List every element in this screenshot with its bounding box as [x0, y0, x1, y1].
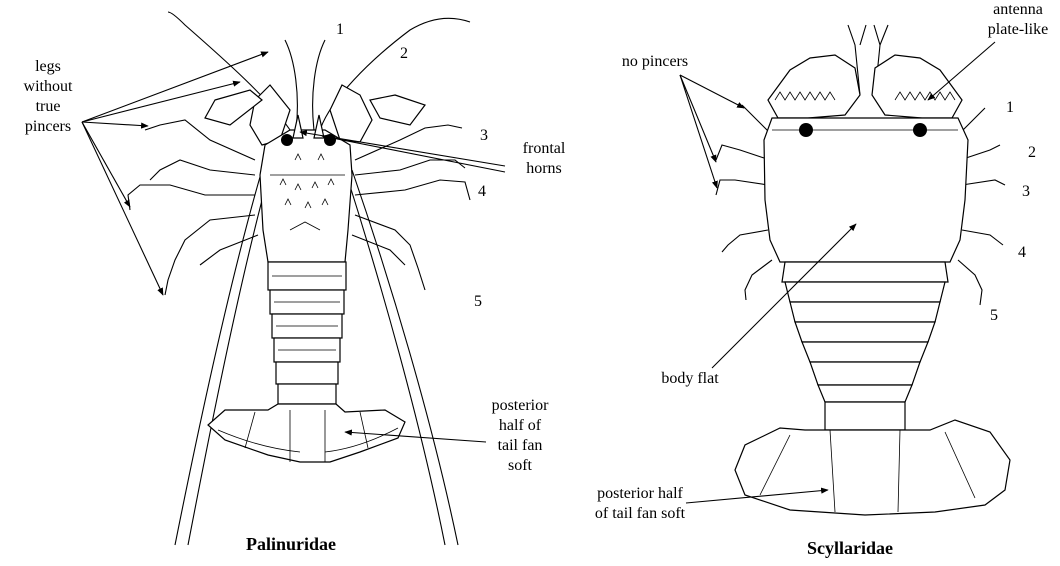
scyllaridae-caption: Scyllaridae — [807, 538, 893, 558]
svg-text:frontal: frontal — [523, 140, 566, 157]
no-pincers-label: no pincers — [622, 53, 744, 188]
palinurid-leg-number-4: 4 — [478, 183, 486, 200]
scyllarid-leg-number-3: 3 — [1022, 183, 1030, 200]
svg-text:soft: soft — [508, 457, 533, 474]
scyllarid-antenna-plates — [768, 55, 962, 118]
svg-text:body flat: body flat — [661, 370, 719, 387]
svg-text:antenna: antenna — [993, 1, 1043, 18]
palinurid-legs-right — [352, 125, 470, 290]
palinurid-abdomen — [268, 262, 346, 404]
svg-text:of tail fan soft: of tail fan soft — [595, 505, 686, 522]
palinurid-tail-fan — [208, 404, 405, 462]
scyllarid-legs-left — [716, 105, 772, 300]
scyllarid-leg-number-4: 4 — [1018, 244, 1026, 261]
palinurid-leg-number-3: 3 — [480, 127, 488, 144]
palinuridae-caption: Palinuridae — [246, 534, 336, 554]
palinurid-leg-number-2: 2 — [400, 45, 408, 62]
scyllarid-leg-number-5: 5 — [990, 307, 998, 324]
scyllarid-carapace — [764, 118, 968, 262]
palinurid-legs-left — [128, 120, 258, 295]
scyllarid-leg-numbers: 1 2 3 4 5 — [990, 99, 1036, 324]
svg-text:half of: half of — [499, 417, 542, 434]
svg-text:without: without — [24, 78, 73, 95]
svg-text:legs: legs — [35, 58, 61, 75]
svg-text:plate-like: plate-like — [988, 21, 1048, 38]
palinuridae-figure: 1 2 3 4 5 legs without true pincers fron… — [24, 12, 566, 554]
svg-text:pincers: pincers — [25, 118, 71, 135]
svg-text:horns: horns — [526, 160, 562, 177]
palinurid-leg-number-5: 5 — [474, 293, 482, 310]
legs-without-pincers-label: legs without true pincers — [24, 58, 73, 135]
svg-text:no pincers: no pincers — [622, 53, 688, 70]
palinurid-leg-number-1: 1 — [336, 21, 344, 38]
scyllaridae-figure: 1 2 3 4 5 no pincers antenna plate-like … — [595, 1, 1048, 558]
scyllarid-tail-fan — [735, 402, 1010, 515]
scyllarid-leg-number-2: 2 — [1028, 144, 1036, 161]
svg-text:posterior half: posterior half — [597, 485, 683, 502]
svg-text:true: true — [36, 98, 61, 115]
svg-text:posterior: posterior — [492, 397, 550, 414]
scyllarid-abdomen — [782, 262, 948, 402]
scyllarid-leg-number-1: 1 — [1006, 99, 1014, 116]
svg-text:tail fan: tail fan — [498, 437, 543, 454]
